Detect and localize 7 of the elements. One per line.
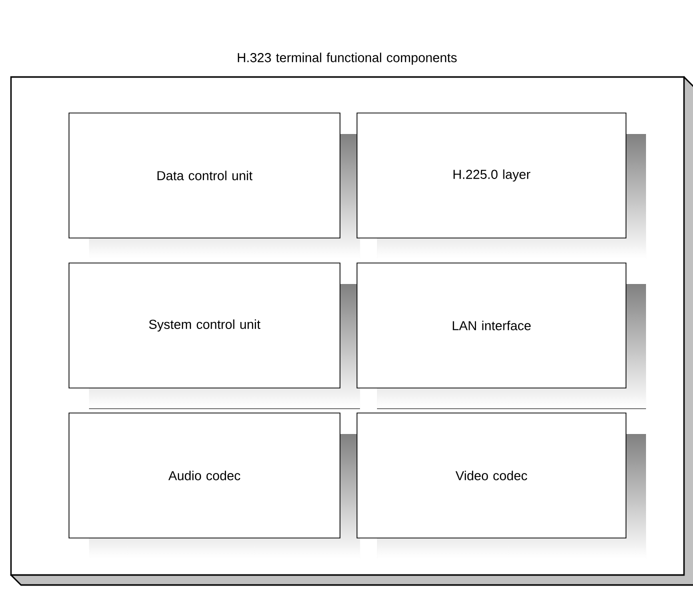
component-box: Audio codec: [68, 412, 340, 538]
component-box: LAN interface: [356, 262, 626, 388]
component-box: H.225.0 layer: [356, 112, 626, 238]
title: H.323 terminal functional components: [238, 52, 457, 65]
component-box: Video codec: [356, 412, 626, 538]
component-box: Data control unit: [68, 112, 340, 238]
component-box: System control unit: [68, 262, 340, 388]
